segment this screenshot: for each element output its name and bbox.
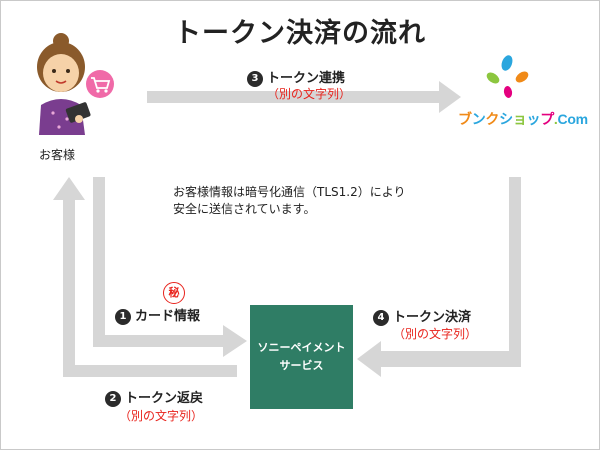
payment-service-box: ソニーペイメント サービス — [250, 305, 353, 409]
arrow-card-info — [93, 177, 247, 357]
step-3-sub: （別の文字列） — [267, 87, 352, 101]
service-name-line1: ソニーペイメント — [257, 341, 346, 354]
customer-with-tablet-icon — [37, 33, 114, 135]
shop-name-char: ョ — [512, 111, 527, 127]
step-number-badge: 2 — [105, 390, 121, 407]
step-3-text: トークン連携 — [267, 71, 346, 86]
step-4-sub: （別の文字列） — [393, 327, 478, 341]
diagram-title: トークン決済の流れ — [174, 18, 426, 49]
step-4-text: トークン決済 — [393, 310, 472, 325]
shop-logo-icon — [486, 55, 529, 98]
step-2-sub: （別の文字列） — [119, 409, 204, 423]
step-number-badge: 1 — [115, 308, 131, 325]
step-number-badge: 3 — [247, 70, 263, 87]
step-1-text: カード情報 — [135, 309, 201, 324]
shop-name-char: . — [553, 111, 558, 127]
arrow-token-payment — [357, 177, 521, 377]
step-2-label: 2 トークン返戻 — [105, 387, 203, 407]
step-1-label: 1 カード情報 — [115, 305, 200, 325]
encryption-note-line2: 安全に送信されています。 — [173, 202, 316, 216]
shop-name-char: ッ — [526, 111, 541, 127]
service-name-line2: サービス — [279, 359, 324, 372]
shop-name: ブンクショップ.Com — [458, 109, 588, 129]
shop-name-char: ブ — [458, 111, 472, 127]
step-3-label: 3 トークン連携 — [247, 67, 345, 87]
shop-name-char: プ — [540, 111, 554, 127]
step-number-badge: 4 — [373, 309, 389, 326]
step-4-label: 4 トークン決済 — [373, 306, 471, 326]
step-2-text: トークン返戻 — [125, 391, 204, 406]
shop-name-char: Com — [557, 111, 589, 127]
shop-name-char: ン — [471, 111, 486, 127]
shop-name-char: ク — [485, 111, 500, 127]
shop-name-char: シ — [499, 111, 513, 127]
arrow-token-return — [53, 177, 237, 377]
customer-label: お客様 — [39, 148, 76, 162]
encryption-note: お客様情報は暗号化通信（TLS1.2）により 安全に送信されています。 — [173, 184, 405, 218]
secret-mark-icon: 秘 — [163, 282, 185, 304]
encryption-note-line1: お客様情報は暗号化通信（TLS1.2）により — [173, 185, 406, 199]
arrow-token-link — [147, 81, 461, 113]
